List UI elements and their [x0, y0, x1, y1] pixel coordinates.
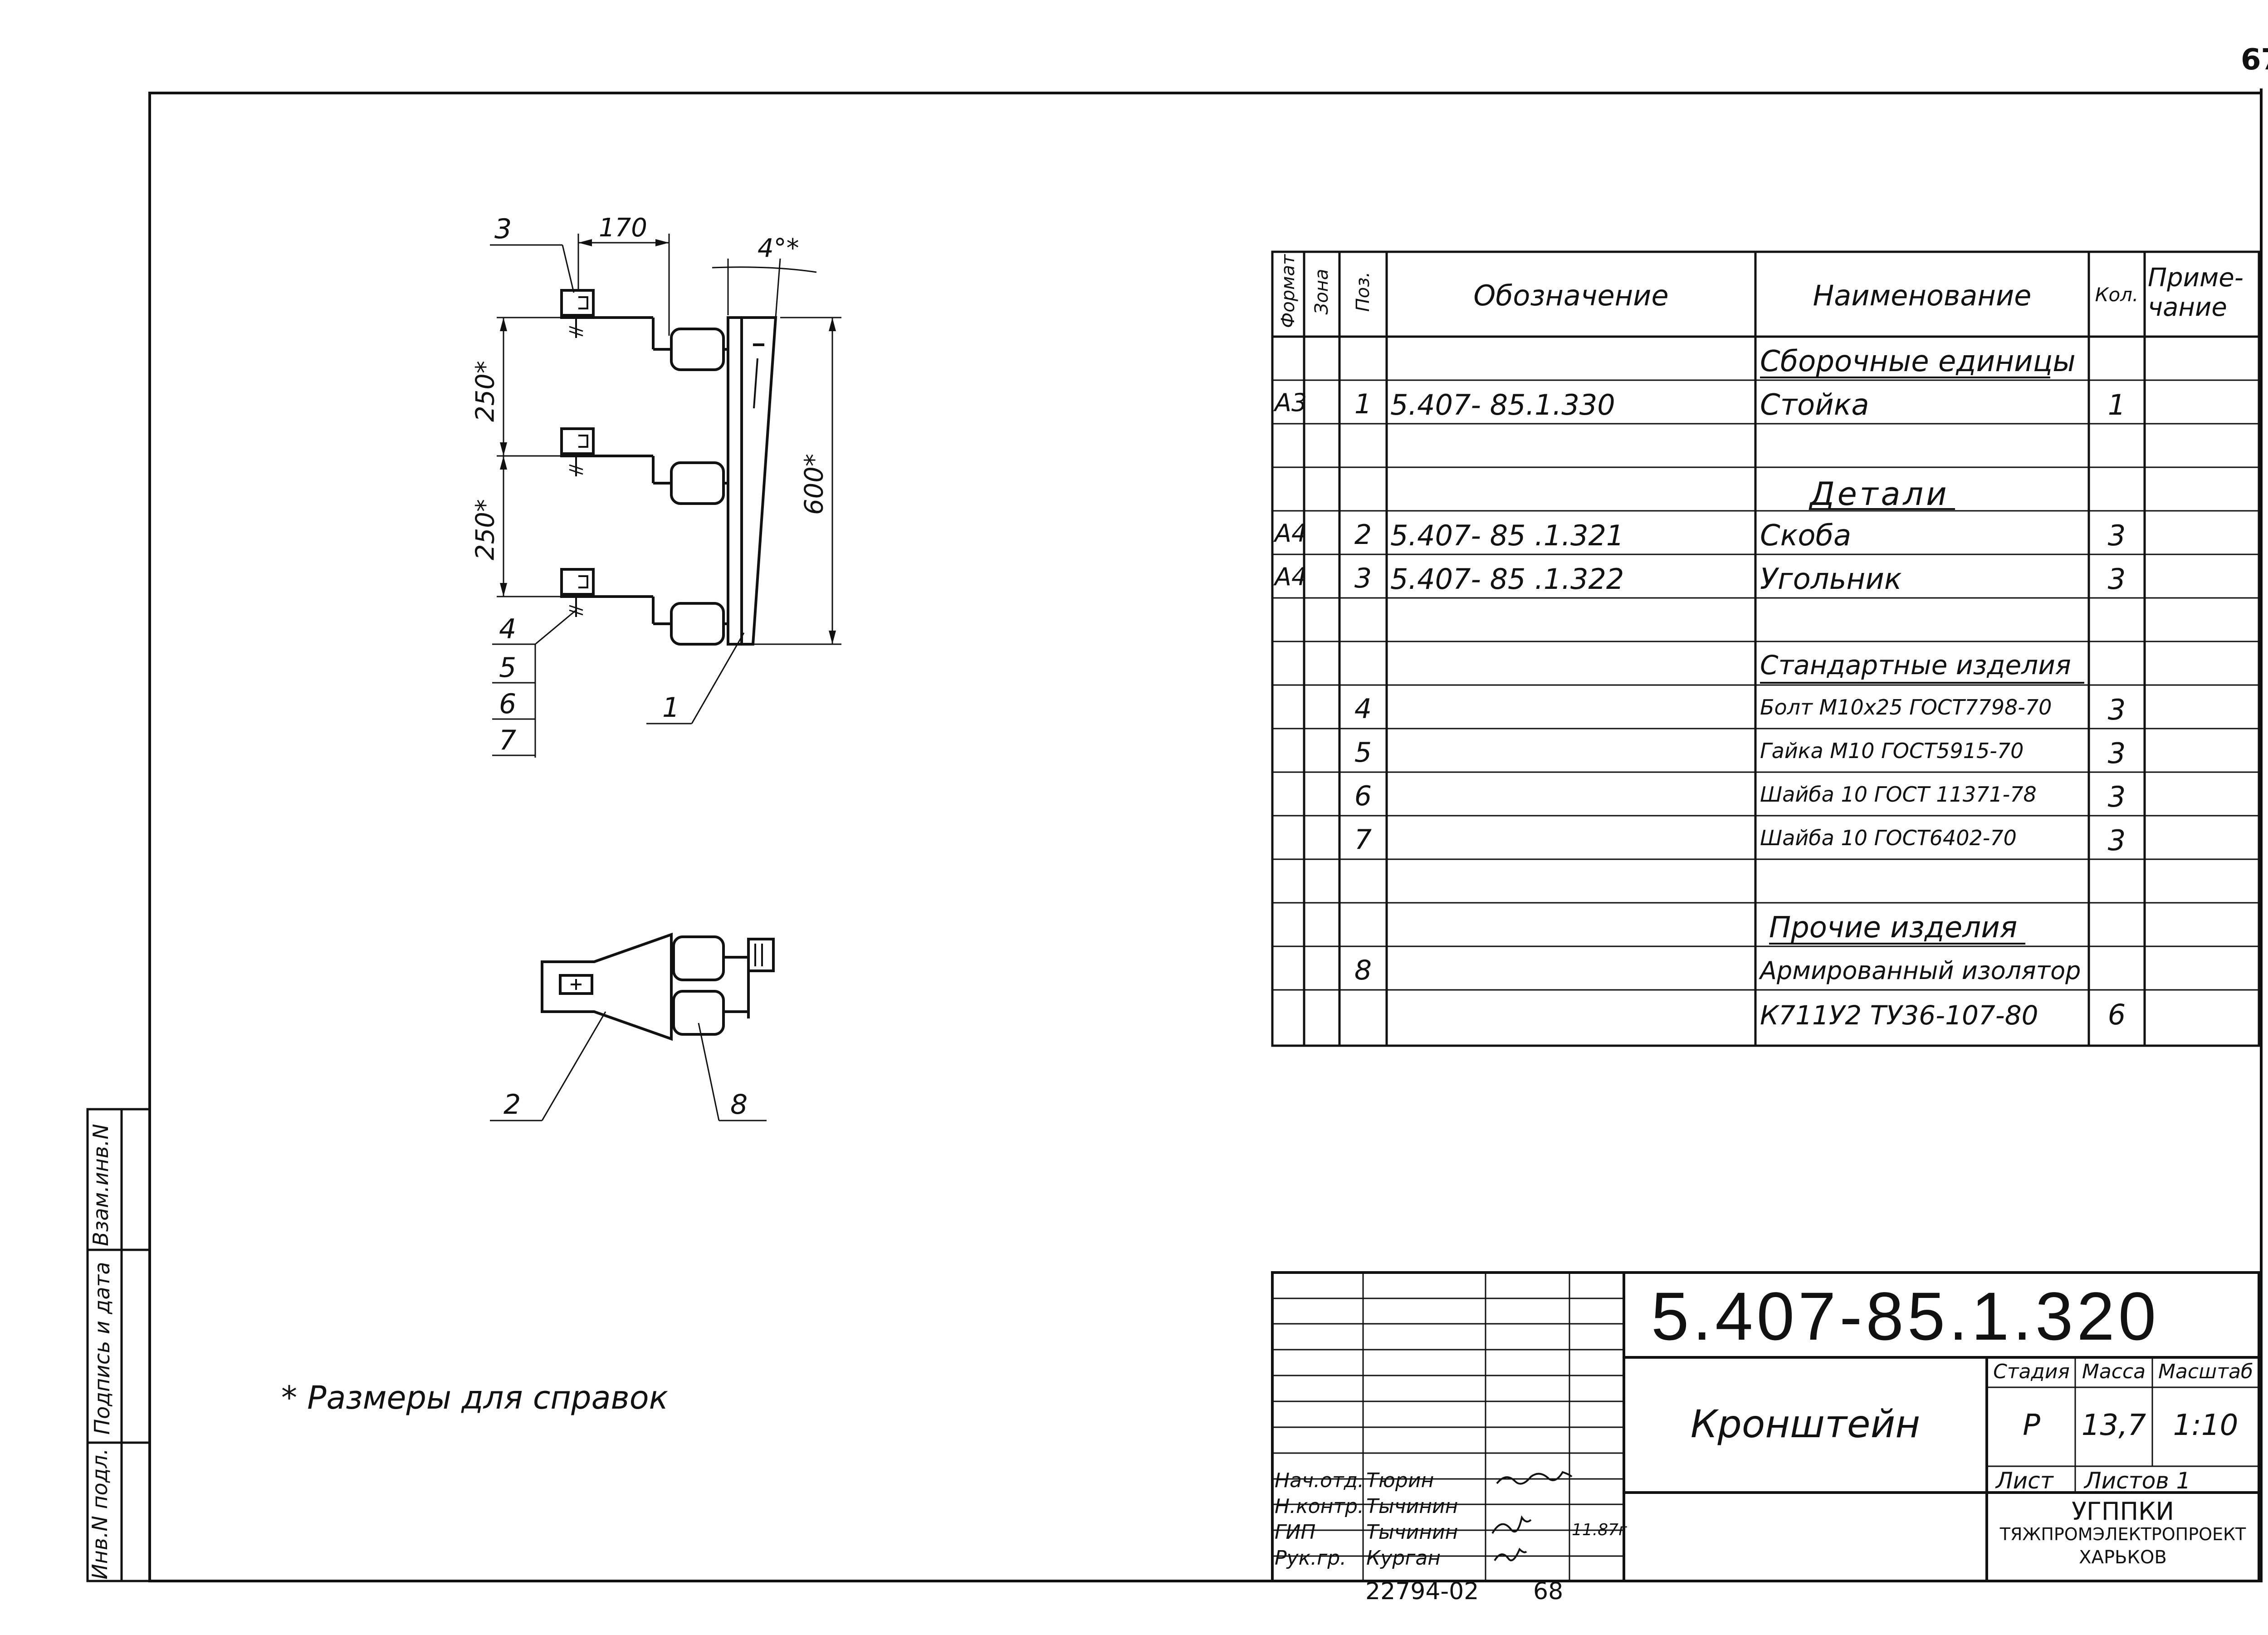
callout-5: 5: [499, 652, 517, 684]
plan-view: [541, 932, 775, 1041]
sheet-label: Лист: [1996, 1468, 2053, 1494]
elevation-view: [560, 289, 777, 646]
drawing-frame: [148, 92, 2263, 1582]
stage-value: Р: [2023, 1409, 2040, 1442]
reference-dimensions-note: * Размеры для справок: [281, 1379, 668, 1416]
role-label: Н.контр.: [1275, 1495, 1364, 1518]
title-block-lines: [1271, 1271, 2260, 1582]
spec-row-qty: 1: [2107, 388, 2126, 421]
role-label: Нач.отд.: [1275, 1469, 1364, 1492]
spec-row-pos: 7: [1354, 824, 1372, 856]
spec-row-format: А3: [1275, 388, 1307, 417]
spec-row-pos: 2: [1354, 519, 1372, 551]
callout-3: 3: [494, 213, 512, 245]
mass-value: 13,7: [2081, 1409, 2146, 1442]
signatures: [1491, 1471, 1573, 1562]
spec-row-name: Прочие изделия: [1769, 911, 2018, 945]
person-name: Тычинин: [1366, 1495, 1458, 1518]
organization-line-2: ТЯЖПРОМЭЛЕКТРОПРОЕКТ: [1999, 1524, 2246, 1544]
dimension-600: 600*: [799, 454, 829, 515]
person-name: Тычинин: [1366, 1521, 1458, 1544]
person-name: Курган: [1366, 1547, 1441, 1570]
person-name: Тюрин: [1366, 1469, 1434, 1492]
spec-table-lines: [1271, 250, 2260, 1047]
side-stamp-label-original: Инв.N подл.: [88, 1448, 112, 1580]
spec-header-name: Наименование: [1813, 279, 2032, 312]
spec-row-pos: 6: [1354, 780, 1372, 812]
spec-row-qty: 3: [2107, 824, 2126, 857]
page-number: 67: [2241, 43, 2268, 77]
spec-header-designation: Обозначение: [1473, 279, 1669, 312]
spec-row-name: Шайба 10 ГОСТ 11371-78: [1760, 782, 2037, 807]
elevation-dimensions: [490, 234, 841, 758]
insulator-level-3: [560, 568, 728, 646]
spec-header-qty: Кол.: [2095, 284, 2139, 306]
document-number: 5.407-85.1.320: [1651, 1278, 2160, 1354]
sheets-label: Листов 1: [2084, 1468, 2191, 1494]
spec-row-designation: 5.407- 85.1.330: [1390, 388, 1615, 421]
spec-row-name: К711У2 ТУ36-107-80: [1760, 1000, 2038, 1031]
drawing-title: Кронштейн: [1690, 1402, 1921, 1446]
scale-value: 1:10: [2173, 1409, 2239, 1442]
dimension-250-upper: 250*: [470, 361, 500, 422]
spec-row-pos: 4: [1354, 693, 1372, 725]
insulator-level-1: [560, 289, 728, 371]
callout-2: 2: [503, 1089, 521, 1121]
spec-row-pos: 5: [1354, 737, 1372, 769]
spec-header-format: Формат: [1278, 254, 1299, 328]
spec-row-format: А4: [1275, 519, 1307, 548]
mass-label: Масса: [2082, 1360, 2146, 1383]
spec-row-pos: 1: [1354, 388, 1372, 420]
callout-7: 7: [499, 724, 517, 756]
spec-row-name: Гайка М10 ГОСТ5915-70: [1760, 739, 2024, 763]
spec-row-qty: 3: [2107, 693, 2126, 726]
bottom-sheet-number: 68: [1533, 1578, 1564, 1605]
spec-row-format: А4: [1275, 563, 1307, 591]
callout-6: 6: [499, 688, 517, 720]
side-stamp-label-replaced: Взам.инв.N: [88, 1124, 113, 1246]
spec-row-designation: 5.407- 85 .1.322: [1390, 563, 1624, 596]
spec-header-note-2: чание: [2148, 293, 2227, 322]
spec-row-qty: 6: [2107, 998, 2126, 1031]
spec-row-name: Стойка: [1760, 388, 1869, 422]
dimension-angle: 4°*: [758, 234, 799, 263]
callout-8: 8: [730, 1089, 748, 1121]
callout-1: 1: [662, 692, 680, 724]
spec-row-qty: 3: [2107, 737, 2126, 770]
spec-header-note-1: Приме-: [2148, 263, 2244, 293]
spec-row-pos: 8: [1354, 955, 1372, 986]
spec-row-pos: 3: [1354, 563, 1372, 594]
plan-leaders: [490, 1011, 767, 1121]
spec-row-name: Армированный изолятор: [1760, 956, 2081, 985]
scale-label: Масштаб: [2158, 1360, 2253, 1383]
dimension-170: 170: [599, 213, 647, 243]
side-stamp-label-signature: Подпись и дата: [90, 1262, 114, 1435]
callout-4: 4: [499, 613, 517, 645]
spec-row-lines: [1272, 379, 2259, 991]
spec-row-name: Болт М10х25 ГОСТ7798-70: [1760, 695, 2052, 720]
dimension-250-lower: 250*: [470, 499, 500, 560]
insulator-level-2: [560, 427, 728, 505]
role-label: ГИП: [1275, 1521, 1316, 1544]
organization-line-1: УГППКИ: [2072, 1497, 2174, 1526]
side-stamp-lines: [86, 1108, 151, 1582]
spec-header-pos: Поз.: [1353, 271, 1374, 312]
spec-row-designation: 5.407- 85 .1.321: [1390, 519, 1624, 552]
spec-row-qty: 3: [2107, 780, 2126, 813]
spec-row-name: Скоба: [1760, 519, 1852, 553]
bottom-code: 22794-02: [1365, 1578, 1479, 1605]
spec-header-zone: Зона: [1311, 269, 1332, 315]
spec-row-name: Сборочные единицы: [1760, 345, 2076, 378]
spec-row-name: Шайба 10 ГОСТ6402-70: [1760, 826, 2017, 850]
spec-row-qty: 3: [2107, 519, 2126, 552]
spec-row-name: Угольник: [1760, 563, 1902, 596]
spec-row-name: Стандартные изделия: [1760, 650, 2071, 680]
stage-label: Стадия: [1993, 1360, 2070, 1383]
role-label: Рук.гр.: [1275, 1547, 1347, 1570]
signature-date: 11.87г: [1572, 1521, 1627, 1539]
spec-row-name: Детали: [1810, 475, 1950, 513]
organization-line-3: ХАРЬКОВ: [2079, 1547, 2167, 1568]
spec-row-qty: 3: [2107, 563, 2126, 596]
